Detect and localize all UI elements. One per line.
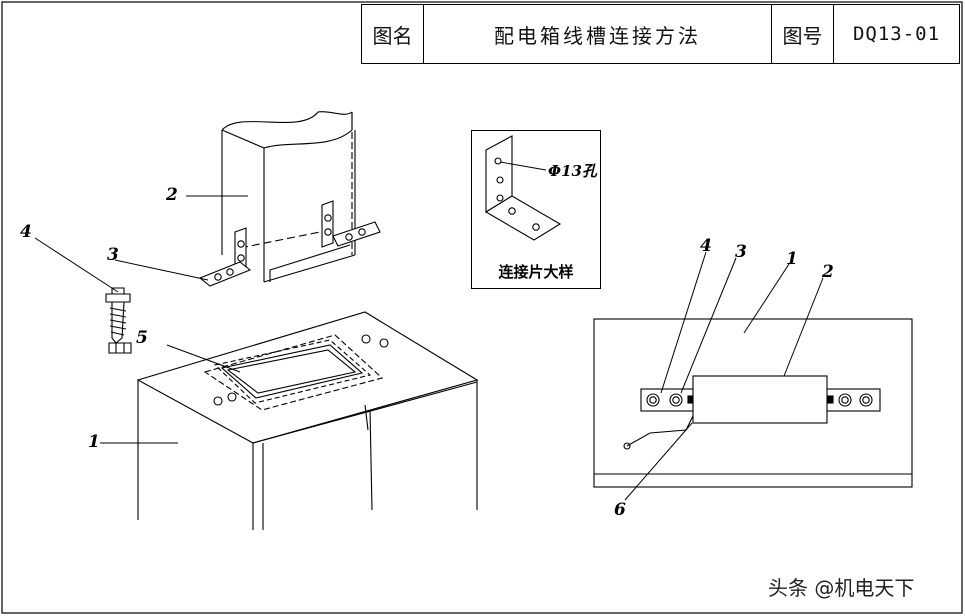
callout-2-trough: 2: [166, 185, 178, 205]
plan-view: [593, 318, 913, 488]
watermark: 头条 @机电天下: [768, 576, 915, 600]
connecting-plate-left: [198, 227, 252, 287]
leader-lines-left: [34, 195, 248, 444]
callout-4-bolt: 4: [20, 222, 32, 242]
drawing-name-label: 图名: [362, 5, 424, 63]
callout-3-plate: 3: [107, 245, 119, 265]
drawing-name-value: 配电箱线槽连接方法: [424, 5, 772, 63]
detail-plate: [484, 135, 562, 241]
cable-trough: [221, 111, 356, 283]
callout-1-box: 1: [88, 432, 100, 452]
plan-callout-3: 3: [735, 242, 747, 262]
detail-box: 连接片大样: [471, 130, 601, 289]
nut: [108, 342, 132, 354]
hole-diameter-label: Φ13孔: [548, 162, 597, 180]
bolt: [105, 287, 131, 344]
drawing-number-label: 图号: [772, 5, 834, 63]
plan-callout-6: 6: [614, 500, 626, 520]
callout-5-nut: 5: [136, 328, 148, 348]
connecting-plate-right: [321, 200, 381, 248]
plan-callout-2: 2: [822, 262, 834, 282]
leader-lines-right: [624, 251, 824, 501]
detail-caption: 连接片大样: [498, 263, 574, 281]
plan-callout-4: 4: [700, 236, 712, 256]
distribution-box: [136, 311, 479, 530]
drawing-number-value: DQ13-01: [852, 23, 941, 45]
plan-callout-1: 1: [786, 249, 798, 269]
title-block: 图名 配电箱线槽连接方法 图号 DQ13-01: [361, 4, 960, 64]
